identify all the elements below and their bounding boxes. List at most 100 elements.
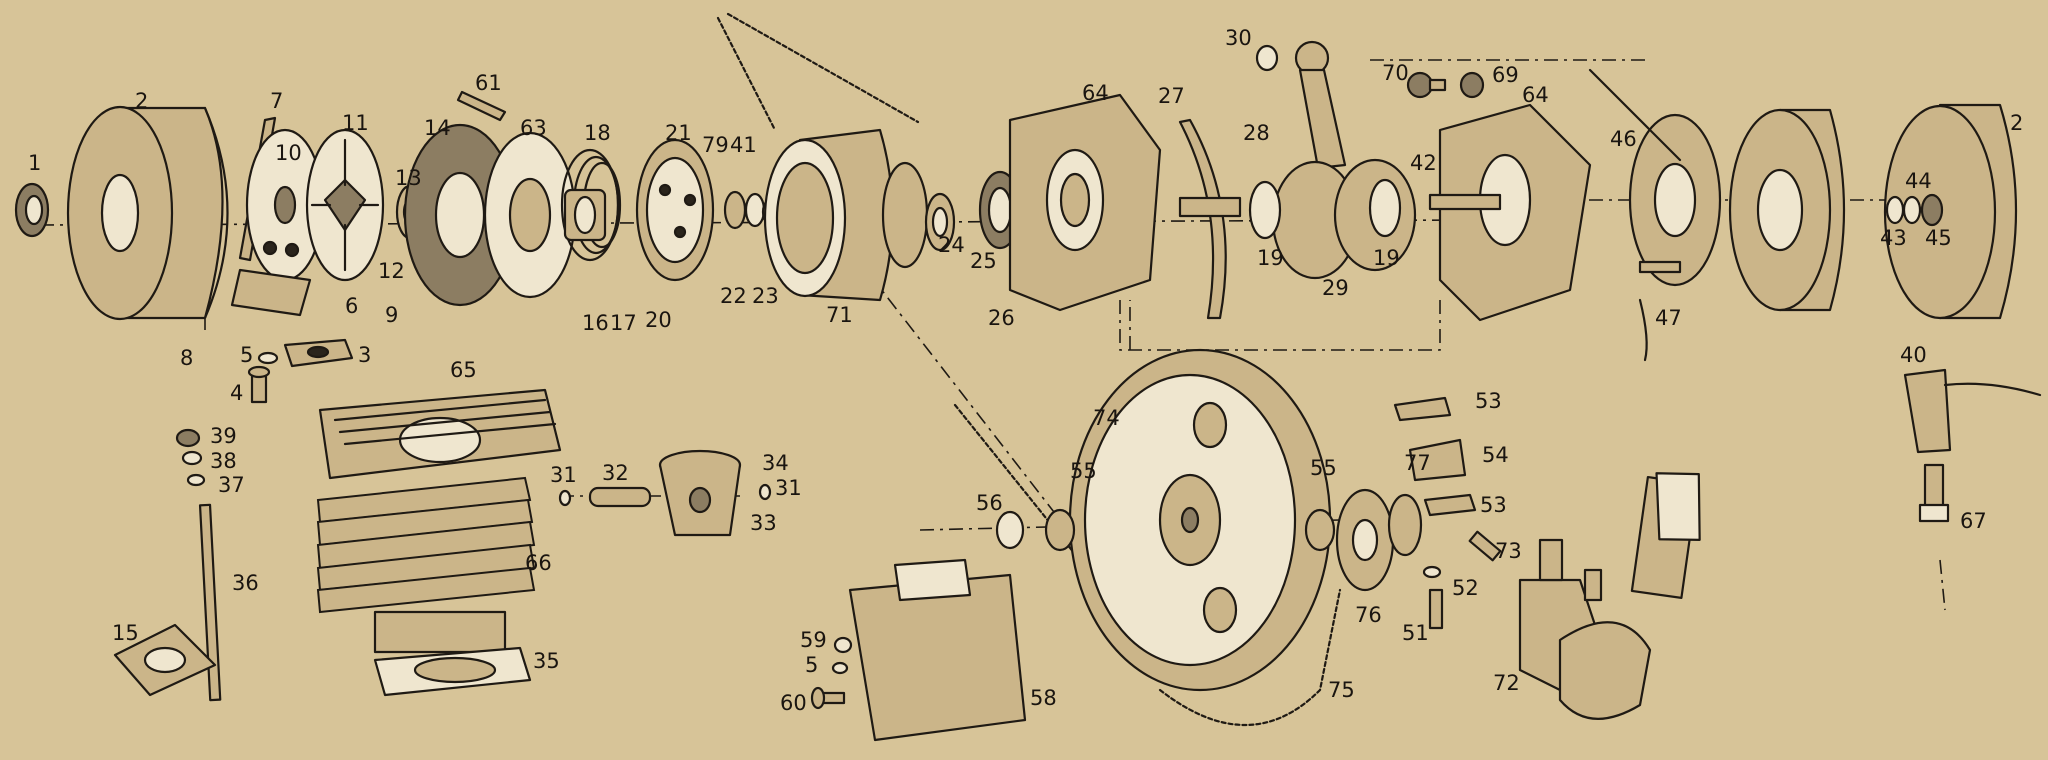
label-76: 76 <box>1355 603 1382 627</box>
part-24-sleeve <box>924 192 956 252</box>
part-54-intake-manifold <box>1408 438 1467 482</box>
label-35: 35 <box>533 649 560 673</box>
label-66: 66 <box>525 551 552 575</box>
label-73: 73 <box>1495 539 1522 563</box>
label-40: 40 <box>1900 343 1927 367</box>
part-70-screw <box>1406 71 1447 99</box>
label-27: 27 <box>1158 84 1185 108</box>
part-3-plate <box>283 338 354 368</box>
part-16-inner-hub <box>563 188 607 242</box>
label-55-right: 55 <box>1310 456 1337 480</box>
part-67-spark-plug <box>1918 463 1950 523</box>
part-38-washer <box>181 450 203 466</box>
label-74: 74 <box>1093 406 1120 430</box>
label-77: 77 <box>1404 451 1431 475</box>
part-41-washer <box>744 192 766 228</box>
part-77-washer <box>1387 493 1423 557</box>
label-42: 42 <box>1410 151 1437 175</box>
part-69-nut <box>1459 71 1485 99</box>
label-51: 51 <box>1402 621 1429 645</box>
label-3: 3 <box>358 343 371 367</box>
label-37: 37 <box>218 473 245 497</box>
label-58: 58 <box>1030 686 1057 710</box>
label-33: 33 <box>750 511 777 535</box>
label-15: 15 <box>112 621 139 645</box>
label-54: 54 <box>1482 443 1509 467</box>
label-30: 30 <box>1225 26 1252 50</box>
label-34: 34 <box>762 451 789 475</box>
label-4: 4 <box>230 381 243 405</box>
label-29: 29 <box>1322 276 1349 300</box>
part-73-stud <box>1468 530 1502 562</box>
label-67: 67 <box>1960 509 1987 533</box>
label-79: 79 <box>702 133 729 157</box>
part-4-screw <box>247 365 271 404</box>
label-64-left: 64 <box>1082 81 1109 105</box>
part-11-spring-plate <box>305 128 385 282</box>
label-24: 24 <box>938 233 965 257</box>
label-39: 39 <box>210 424 237 448</box>
part-5-washer-lower <box>831 661 849 675</box>
label-31-right: 31 <box>775 476 802 500</box>
label-65: 65 <box>450 358 477 382</box>
part-36-stud <box>198 503 222 702</box>
part-46-stator <box>1588 68 1722 362</box>
part-40-spark-plug-cap <box>1903 368 2042 454</box>
label-52: 52 <box>1452 576 1479 600</box>
part-15-gasket <box>113 623 217 697</box>
label-8: 8 <box>180 346 193 370</box>
part-44-washer <box>1902 195 1922 225</box>
part-52-washer <box>1422 565 1442 579</box>
part-labels: 1 2 7 10 11 61 14 63 18 21 79 41 13 12 6… <box>28 26 2023 715</box>
part-45-nut <box>1920 193 1944 227</box>
part-55-bushing-right <box>1304 508 1336 552</box>
part-30-bushing <box>1255 44 1279 72</box>
part-71-clutch-basket <box>763 128 929 302</box>
upper-chain <box>716 12 920 132</box>
part-53-gasket-lower <box>1423 493 1477 517</box>
label-19-left: 19 <box>1257 246 1284 270</box>
label-2-right: 2 <box>2010 111 2023 135</box>
label-22: 22 <box>720 284 747 308</box>
part-10-pressure-plate <box>245 128 325 282</box>
part-65-cylinder-head <box>318 388 562 480</box>
label-2: 2 <box>135 89 148 113</box>
part-61-pin <box>456 90 507 122</box>
label-18: 18 <box>584 121 611 145</box>
part-39-nut <box>175 428 201 448</box>
label-12: 12 <box>378 259 405 283</box>
label-70: 70 <box>1382 61 1409 85</box>
label-45: 45 <box>1925 226 1952 250</box>
part-2-left-cover <box>66 105 229 321</box>
label-9: 9 <box>385 303 398 327</box>
part-14-friction-disc <box>403 123 517 307</box>
label-47: 47 <box>1655 306 1682 330</box>
part-37-washer <box>186 473 206 487</box>
part-74-rear-sprocket <box>1068 348 1332 692</box>
label-53-upper: 53 <box>1475 389 1502 413</box>
part-35-base-gasket <box>373 646 532 697</box>
label-60: 60 <box>780 691 807 715</box>
label-44: 44 <box>1905 169 1932 193</box>
label-53-lower: 53 <box>1480 493 1507 517</box>
label-64-right: 64 <box>1522 83 1549 107</box>
label-16: 16 <box>582 311 609 335</box>
part-31-circlip-left <box>558 489 572 507</box>
label-55-left: 55 <box>1070 459 1097 483</box>
label-7: 7 <box>270 89 283 113</box>
label-21: 21 <box>665 121 692 145</box>
label-32: 32 <box>602 461 629 485</box>
label-46: 46 <box>1610 127 1637 151</box>
part-1-nut <box>14 182 50 238</box>
label-28: 28 <box>1243 121 1270 145</box>
label-17: 17 <box>610 311 637 335</box>
part-59-washer <box>833 636 853 654</box>
part-55-bushing-left <box>1044 508 1076 552</box>
label-75: 75 <box>1328 678 1355 702</box>
part-28-gasket <box>1178 118 1227 320</box>
label-31-left: 31 <box>550 463 577 487</box>
part-51-bolt <box>1428 588 1444 630</box>
part-66-cylinder <box>316 476 536 654</box>
